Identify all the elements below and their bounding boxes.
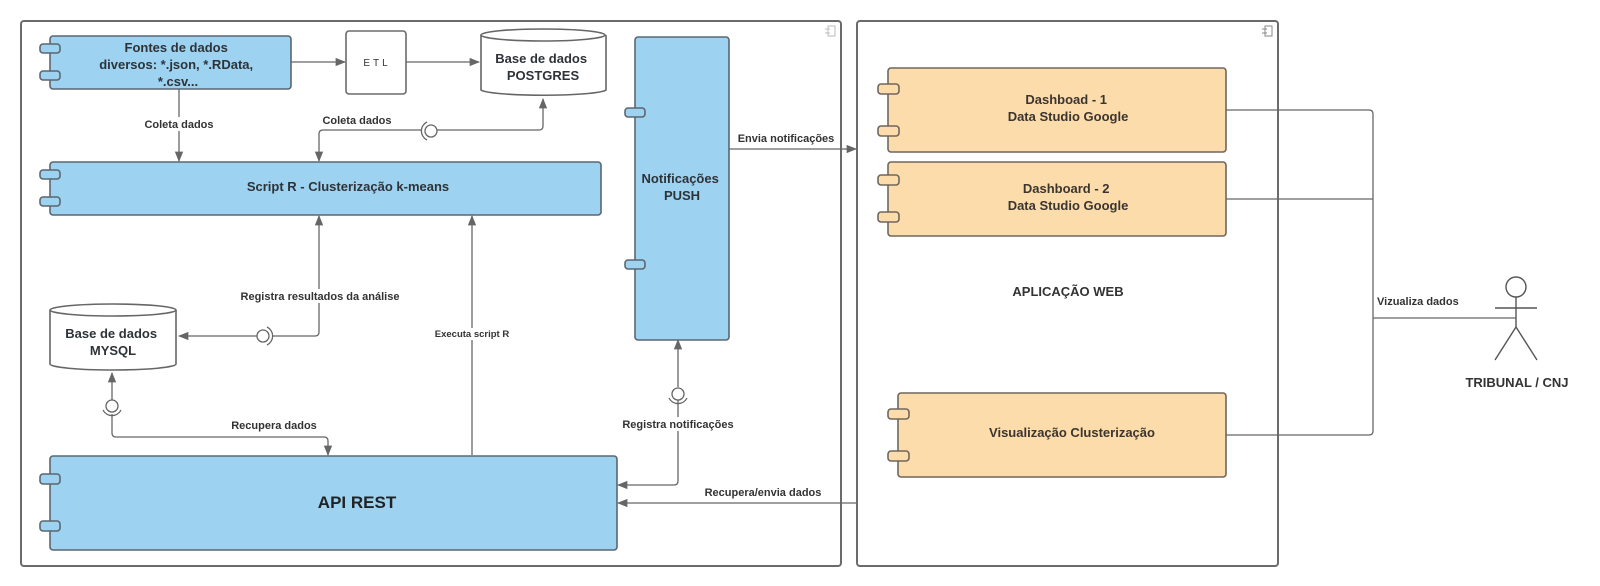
component-label: *.csv... bbox=[158, 74, 198, 89]
component-label: Dashboad - 1 bbox=[1025, 92, 1107, 107]
port-icon bbox=[624, 107, 646, 118]
component-label: Notificações bbox=[642, 171, 719, 186]
database-postgres[interactable]: Base de dados POSTGRES bbox=[480, 28, 607, 97]
connector-api-notif[interactable] bbox=[616, 400, 679, 490]
component-label: Fontes de dados bbox=[125, 40, 228, 55]
port-icon bbox=[39, 196, 61, 207]
svg-text:Notificações PUSH: Notificações PUSH bbox=[642, 171, 723, 203]
connectors: Coleta dados Coleta dados Registra resul… bbox=[102, 57, 1516, 508]
component-icon bbox=[1262, 25, 1273, 37]
component-label: Data Studio Google bbox=[1008, 198, 1129, 213]
component-script-r[interactable]: Script R - Clusterização k-means bbox=[39, 161, 602, 216]
svg-text:Dashboard - 2 Data Studi: Dashboard - 2 Data Studio Google bbox=[1008, 181, 1129, 213]
connector-script-mysql[interactable] bbox=[272, 214, 324, 337]
port-icon bbox=[39, 43, 61, 54]
component-label: Script R - Clusterização k-means bbox=[247, 179, 449, 194]
actor-label: TRIBUNAL / CNJ bbox=[1465, 375, 1568, 390]
component-label: Visualização Clusterização bbox=[989, 425, 1155, 440]
component-api-rest[interactable]: API REST bbox=[39, 455, 618, 551]
port-icon bbox=[39, 473, 61, 485]
actor-tribunal-cnj[interactable]: TRIBUNAL / CNJ bbox=[1465, 276, 1569, 390]
interface-lollipop-icon bbox=[102, 399, 122, 417]
etl-label: ETL bbox=[363, 58, 390, 69]
port-icon bbox=[39, 520, 61, 532]
connector-label: Coleta dados bbox=[322, 115, 391, 127]
connector-postgres-interface[interactable] bbox=[434, 97, 548, 131]
database-label: Base de dados bbox=[495, 51, 587, 66]
port-icon bbox=[877, 174, 900, 186]
component-notificacoes-push[interactable]: Notificações PUSH bbox=[624, 36, 730, 341]
port-icon bbox=[39, 169, 61, 180]
connector-label: Registra notificações bbox=[622, 419, 733, 431]
component-label: Data Studio Google bbox=[1008, 109, 1129, 124]
component-etl[interactable]: ETL bbox=[345, 30, 407, 95]
svg-text:Base de dados POSTGRES: Base de dados POSTGRES bbox=[495, 51, 590, 83]
svg-text:Fontes de dados diversos: Fontes de dados diversos: *.json, *.RDat… bbox=[99, 40, 257, 89]
connector-label: Envia notificações bbox=[738, 133, 835, 145]
connector-api-mysql[interactable] bbox=[111, 414, 333, 457]
component-visualizacao-clusterizacao[interactable]: Visualização Clusterização bbox=[887, 392, 1227, 478]
database-label: POSTGRES bbox=[507, 68, 580, 83]
port-icon bbox=[887, 450, 910, 462]
connector-label: Registra resultados da análise bbox=[241, 291, 400, 303]
port-icon bbox=[877, 125, 900, 137]
port-icon bbox=[39, 70, 61, 81]
connector-label: Executa script R bbox=[435, 329, 510, 340]
component-dashboard-2[interactable]: Dashboard - 2 Data Studio Google bbox=[877, 161, 1227, 237]
connector-label: Recupera/envia dados bbox=[705, 487, 822, 499]
component-dashboard-1[interactable]: Dashboad - 1 Data Studio Google bbox=[877, 67, 1227, 153]
connector-script-postgres[interactable] bbox=[314, 129, 422, 163]
stick-figure-icon bbox=[1494, 276, 1538, 361]
connector-label: Coleta dados bbox=[144, 119, 213, 131]
port-icon bbox=[887, 408, 910, 420]
component-label: API REST bbox=[318, 493, 397, 512]
svg-text:Dashboad - 1 Data Studio: Dashboad - 1 Data Studio Google bbox=[1008, 92, 1129, 124]
component-label: Dashboard - 2 bbox=[1023, 181, 1110, 196]
component-icon bbox=[825, 25, 836, 37]
port-icon bbox=[877, 83, 900, 95]
port-icon bbox=[624, 259, 646, 270]
connector-webapp-actor[interactable] bbox=[1226, 109, 1374, 436]
port-icon bbox=[877, 211, 900, 223]
connector-label: Recupera dados bbox=[231, 420, 317, 432]
database-label: Base de dados bbox=[65, 326, 157, 341]
web-app-title: APLICAÇÃO WEB bbox=[1012, 284, 1123, 299]
component-label: diversos: *.json, *.RData, bbox=[99, 57, 253, 72]
component-fontes-de-dados[interactable]: Fontes de dados diversos: *.json, *.RDat… bbox=[39, 35, 292, 90]
component-label: PUSH bbox=[664, 188, 700, 203]
interface-lollipop-icon bbox=[420, 121, 438, 141]
interface-lollipop-icon bbox=[256, 326, 274, 346]
svg-text:Base de dados MYSQL: Base de dados MYSQL bbox=[65, 326, 160, 358]
database-label: MYSQL bbox=[90, 343, 136, 358]
database-mysql[interactable]: Base de dados MYSQL bbox=[49, 303, 177, 371]
connector-label: Vizualiza dados bbox=[1377, 296, 1459, 308]
interface-lollipop-icon bbox=[668, 387, 688, 405]
